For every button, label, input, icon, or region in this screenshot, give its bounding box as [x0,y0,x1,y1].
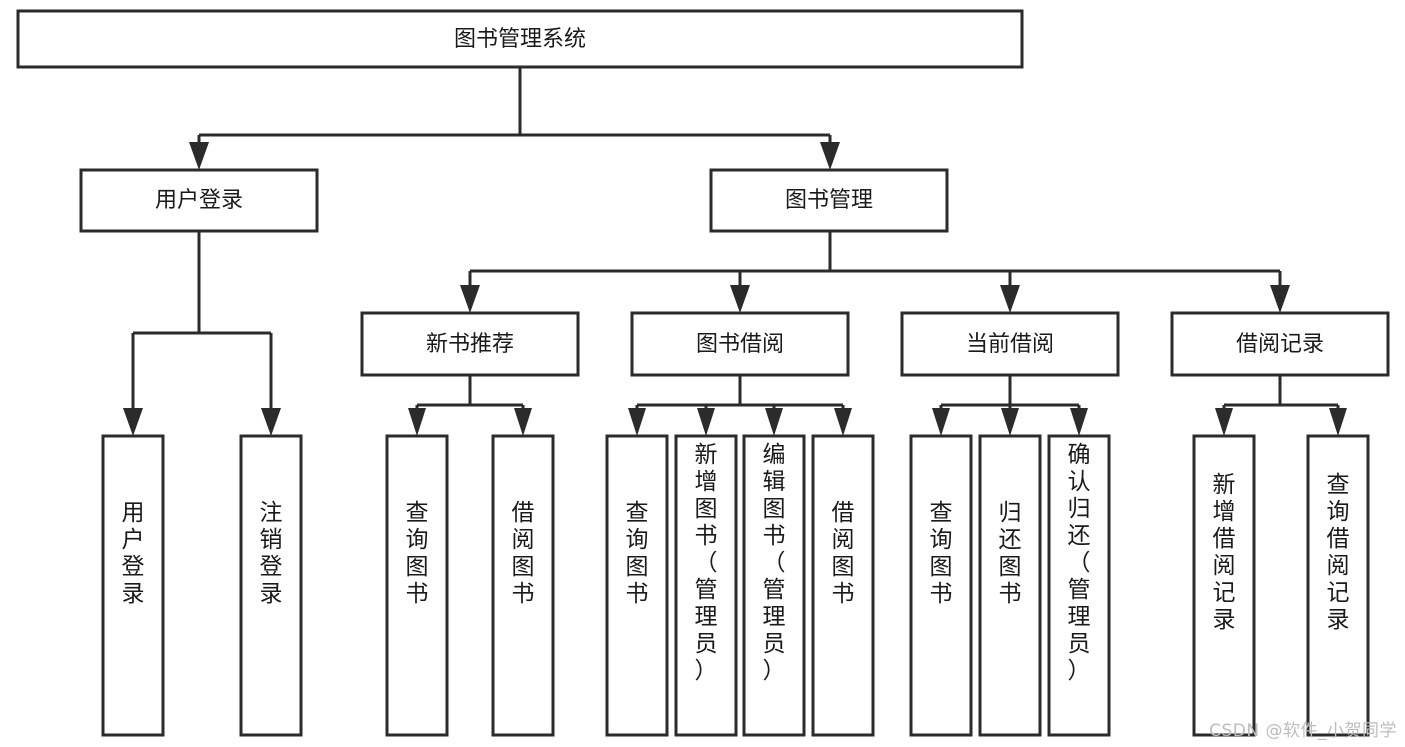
connectors-new-book-recommend-leaves [408,375,532,436]
connectors-current-borrow-leaves [932,375,1088,436]
node-leaf-edit-book-admin-label: 编辑图书（管理员） [763,442,786,684]
connectors-user-login-leaves [123,231,281,436]
node-leaf-query-book-current[interactable]: 查询图书 [909,434,973,737]
node-leaf-query-borrow-record-label: 查询借阅记录 [1327,472,1350,633]
node-leaf-query-book-borrow-label: 查询图书 [626,500,649,607]
arrow-leaf-query-book-borrow [628,408,646,436]
node-leaf-borrow-book-box[interactable] [811,434,875,737]
node-book-manage-box[interactable] [709,168,949,233]
node-leaf-query-book-rec-box[interactable] [385,434,449,737]
node-leaf-query-book-rec-label: 查询图书 [406,500,429,607]
node-book-borrow[interactable]: 图书借阅 [630,311,850,377]
node-leaf-user-logout-box[interactable] [239,434,303,737]
node-user-login[interactable]: 用户登录 [79,168,319,233]
node-leaf-add-book-admin[interactable]: 新增图书（管理员） [674,434,738,737]
node-book-manage[interactable]: 图书管理 [709,168,949,233]
node-current-borrow-label: 当前借阅 [966,332,1054,357]
node-current-borrow[interactable]: 当前借阅 [900,311,1120,377]
arrow-leaf-add-book-admin [697,408,715,436]
node-leaf-user-login-label: 用户登录 [122,500,145,607]
node-leaf-query-book-borrow[interactable]: 查询图书 [605,434,669,737]
leaf-nodes: 用户登录 注销登录 查询图书 借阅图书 查询图书 新增图书（管理员） [101,434,1370,737]
arrow-leaf-query-book-current [932,408,950,436]
node-leaf-confirm-return-admin-label: 确认归还（管理员） [1068,442,1091,684]
connectors-root-level2 [189,67,840,170]
node-leaf-user-login[interactable]: 用户登录 [101,434,165,737]
node-user-login-label: 用户登录 [155,188,243,213]
arrow-leaf-return-book [1001,408,1019,436]
node-book-borrow-box[interactable] [630,311,850,377]
arrow-leaf-user-login [123,408,143,436]
node-new-book-recommend-box[interactable] [360,311,580,377]
node-root-label: 图书管理系统 [454,27,586,52]
arrow-leaf-add-borrow-record [1215,408,1233,436]
node-leaf-confirm-return-admin[interactable]: 确认归还（管理员） [1047,434,1111,737]
arrow-leaf-confirm-return-admin [1070,408,1088,436]
node-leaf-query-book-current-box[interactable] [909,434,973,737]
node-book-borrow-label: 图书借阅 [696,332,784,357]
arrow-to-new-book-recommend [460,285,480,313]
node-leaf-query-book-current-label: 查询图书 [930,500,953,607]
node-new-book-recommend[interactable]: 新书推荐 [360,311,580,377]
node-leaf-return-book[interactable]: 归还图书 [978,434,1042,737]
node-leaf-add-borrow-record-label: 新增借阅记录 [1213,472,1236,633]
connectors-book-borrow-leaves [628,375,852,436]
arrow-leaf-user-logout [261,408,281,436]
node-borrow-record[interactable]: 借阅记录 [1170,311,1390,377]
arrow-leaf-query-borrow-record [1329,408,1347,436]
node-leaf-add-book-admin-label: 新增图书（管理员） [695,442,718,684]
arrow-leaf-borrow-book [834,408,852,436]
arrow-to-book-borrow [730,285,750,313]
node-leaf-user-logout[interactable]: 注销登录 [239,434,303,737]
node-leaf-return-book-label: 归还图书 [999,500,1022,607]
node-leaf-query-borrow-record[interactable]: 查询借阅记录 [1306,434,1370,737]
arrow-leaf-edit-book-admin [765,408,783,436]
node-leaf-return-book-box[interactable] [978,434,1042,737]
node-root-box[interactable] [16,9,1024,69]
node-leaf-user-login-box[interactable] [101,434,165,737]
connectors-book-manage-level3 [460,231,1290,313]
arrow-to-borrow-record [1270,285,1290,313]
connectors-borrow-record-leaves [1215,375,1347,436]
node-user-login-box[interactable] [79,168,319,233]
node-leaf-borrow-book-rec-box[interactable] [491,434,555,737]
arrow-to-book-manage [820,142,840,170]
node-leaf-add-borrow-record-box[interactable] [1192,434,1256,737]
node-borrow-record-box[interactable] [1170,311,1390,377]
node-leaf-query-book-borrow-box[interactable] [605,434,669,737]
node-leaf-borrow-book[interactable]: 借阅图书 [811,434,875,737]
node-leaf-confirm-return-admin-box[interactable] [1047,434,1111,737]
node-new-book-recommend-label: 新书推荐 [426,332,514,357]
arrow-leaf-borrow-book-rec [514,408,532,436]
arrow-to-current-borrow [1000,285,1020,313]
node-leaf-borrow-book-label: 借阅图书 [832,500,855,607]
node-leaf-user-logout-label: 注销登录 [260,500,283,607]
node-leaf-add-book-admin-box[interactable] [674,434,738,737]
node-leaf-query-book-rec[interactable]: 查询图书 [385,434,449,737]
node-book-manage-label: 图书管理 [785,188,873,213]
node-current-borrow-box[interactable] [900,311,1120,377]
csdn-watermark: CSDN @软件_小贺同学 [1209,721,1397,741]
node-leaf-borrow-book-rec[interactable]: 借阅图书 [491,434,555,737]
arrow-leaf-query-book-rec [408,408,426,436]
node-leaf-edit-book-admin[interactable]: 编辑图书（管理员） [742,434,806,737]
arrow-to-user-login [189,142,209,170]
node-borrow-record-label: 借阅记录 [1236,332,1324,357]
node-leaf-edit-book-admin-box[interactable] [742,434,806,737]
node-leaf-borrow-book-rec-label: 借阅图书 [512,500,535,607]
node-root[interactable]: 图书管理系统 [16,9,1024,69]
node-leaf-query-borrow-record-box[interactable] [1306,434,1370,737]
node-leaf-add-borrow-record[interactable]: 新增借阅记录 [1192,434,1256,737]
